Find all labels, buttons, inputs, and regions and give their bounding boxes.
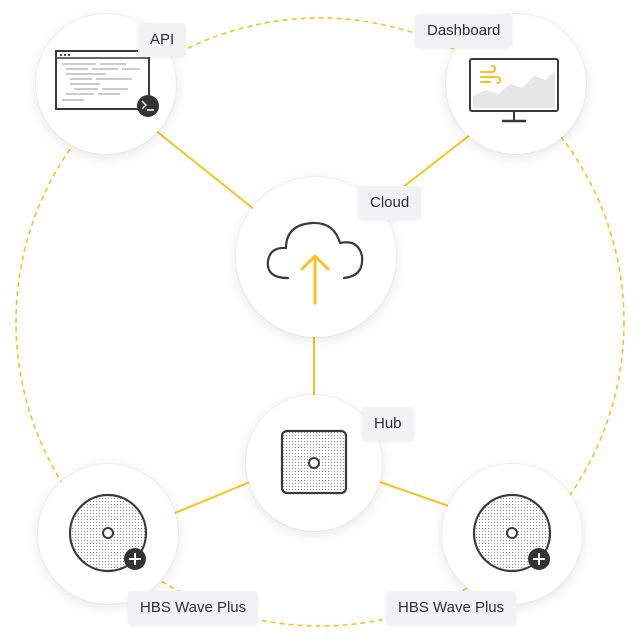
api-label: API (138, 23, 187, 57)
link-hub-sensor-right (379, 481, 461, 511)
hub-node[interactable] (246, 395, 382, 531)
round-sensor-icon (472, 493, 552, 573)
terminal-window-icon (55, 50, 159, 117)
sensor-left-label: HBS Wave Plus (128, 591, 259, 625)
link-api-cloud (154, 129, 256, 211)
sensor-left-node[interactable] (38, 464, 178, 604)
outer-dashed-ring (15, 17, 625, 627)
cloud-upload-icon (266, 221, 364, 305)
sensor-right-node[interactable] (442, 464, 582, 604)
monitor-chart-icon (469, 58, 559, 123)
add-badge-icon (124, 548, 146, 570)
round-sensor-icon (68, 493, 148, 573)
cloud-label: Cloud (358, 186, 422, 220)
link-hub-sensor-left (169, 481, 251, 516)
sensor-right-label: HBS Wave Plus (386, 591, 517, 625)
dashboard-label: Dashboard (415, 14, 513, 48)
add-badge-icon (528, 548, 550, 570)
hub-device-icon (280, 429, 348, 495)
hub-label: Hub (362, 407, 414, 441)
